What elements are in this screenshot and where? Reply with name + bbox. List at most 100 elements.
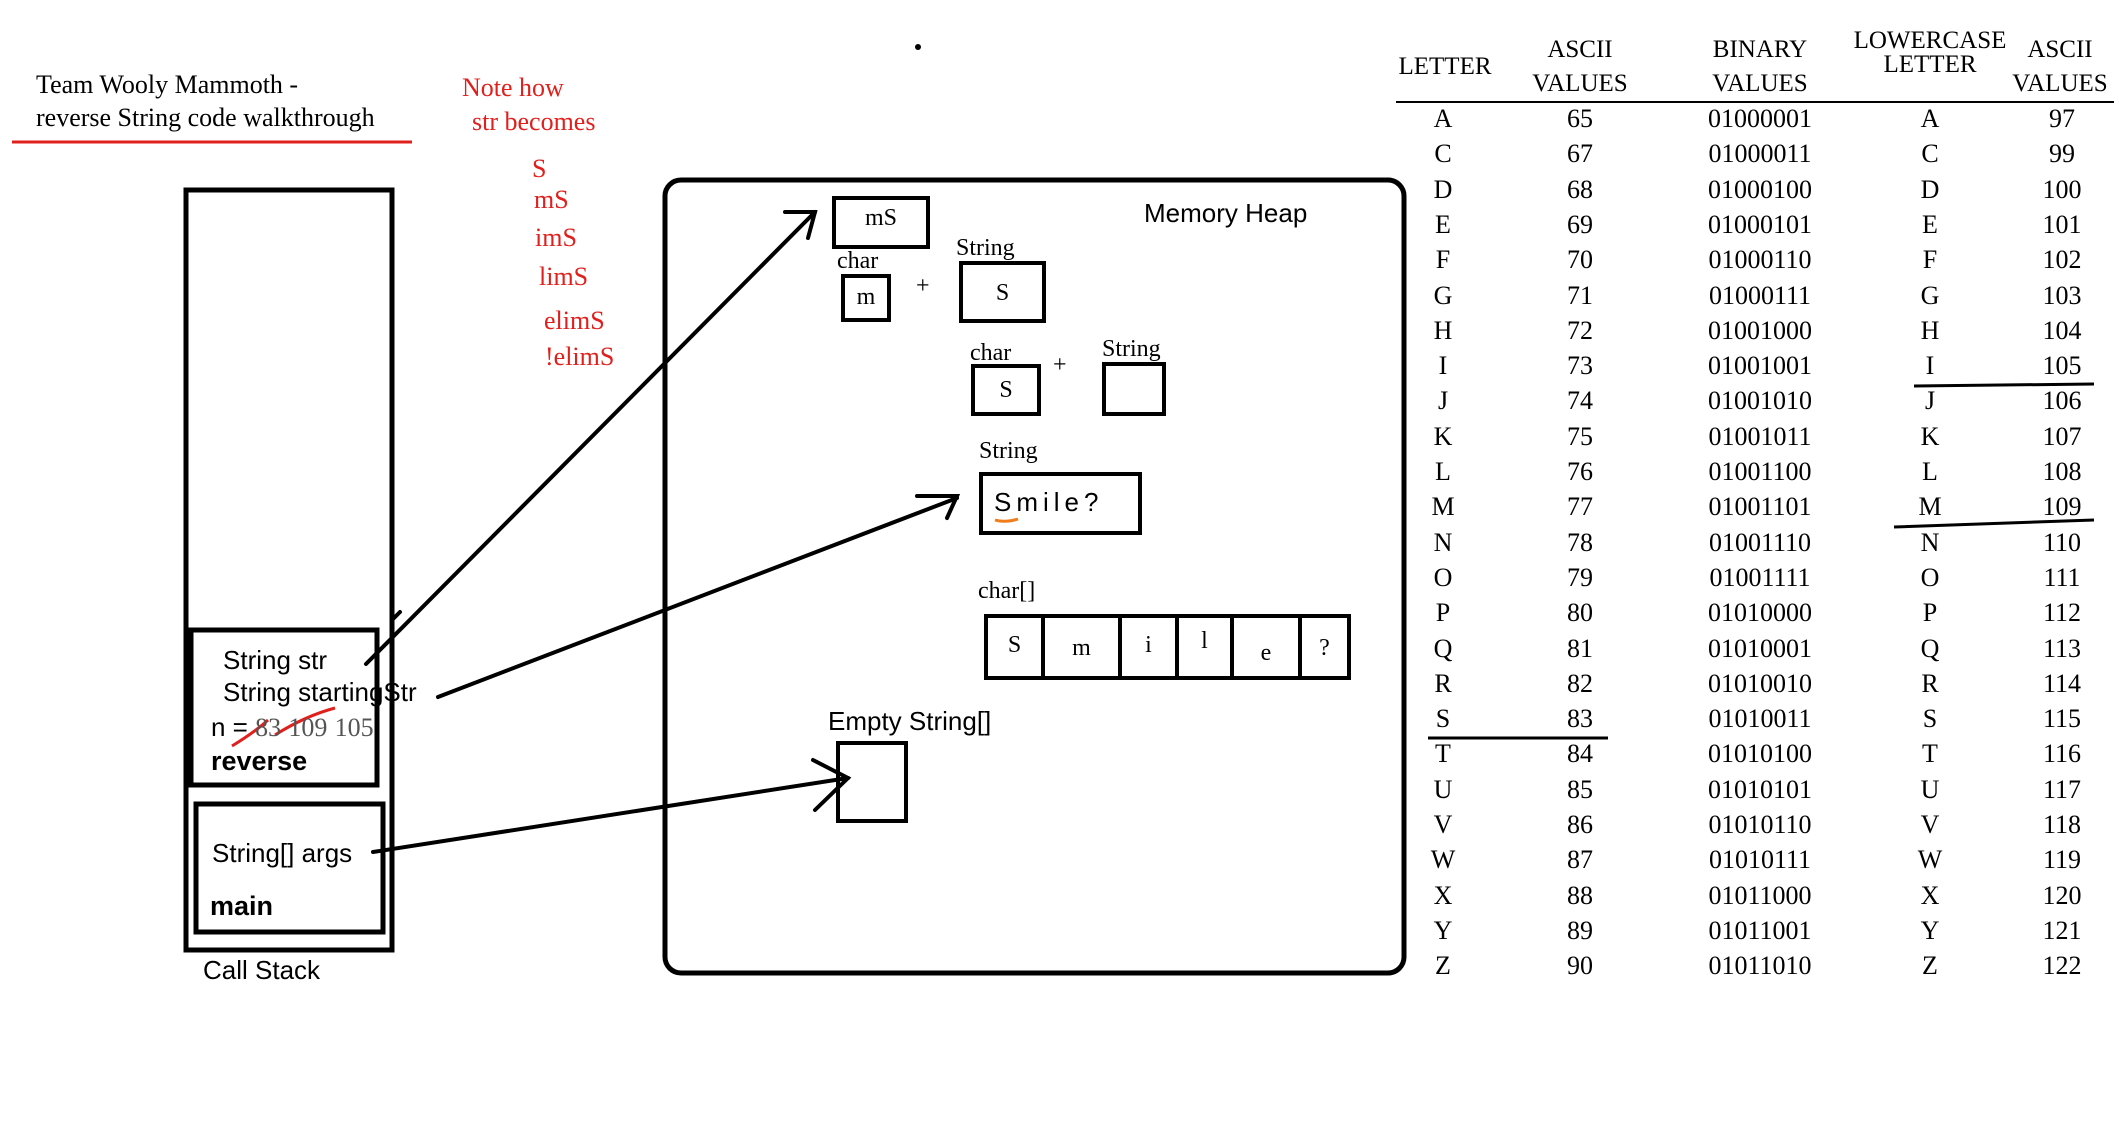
note-line2: str becomes [472,107,596,136]
cell-letter: U [1433,774,1453,804]
cell-letter: Z [1435,951,1451,981]
arrow-str-head [783,210,818,240]
empty-array-label: Empty String[] [828,706,992,736]
cell-letter: G [1433,280,1453,310]
smile-s-underline [994,517,1019,523]
reverse-var-str: String str [223,645,328,675]
arrow-startingstr-to-smile [436,496,959,699]
cell-binary: 01010110 [1708,810,1812,839]
cell-ascii-lower: 120 [2042,880,2082,910]
header-lowercase-1: LOWERCASE [1853,27,2007,54]
cell-ascii-lower: 105 [2042,351,2082,381]
cell-letter: I [1438,351,1448,381]
reverse-frame-name: reverse [211,746,308,776]
cell-binary: 01001111 [1709,562,1811,592]
cell-ascii: 73 [1567,351,1593,381]
header-values-2: VALUES [1712,70,1808,97]
cell-ascii-lower: 108 [2042,457,2082,486]
cell-ascii-lower: 115 [2042,704,2082,734]
note-step: imS [535,223,577,252]
cell-letter: D [1433,174,1453,204]
cell-ascii-lower: 113 [2042,633,2082,663]
cell-ascii: 87 [1567,845,1593,875]
cell-lowercase: K [1920,421,1940,451]
char-array-cell: l [1201,628,1208,654]
cell-binary: 01010101 [1708,774,1812,804]
cell-letter: M [1431,492,1455,522]
cell-lowercase: Q [1920,633,1940,663]
smile-rest: mile? [1016,487,1104,517]
note-step: !elimS [545,342,615,371]
char-m-box [841,274,891,322]
cell-ascii-lower: 122 [2042,951,2082,981]
call-stack-label: Call Stack [203,955,321,985]
cell-ascii-lower: 99 [2049,139,2075,169]
cell-lowercase: Z [1922,951,1938,981]
cell-ascii: 82 [1567,668,1593,698]
arrow-startingstr-head [915,494,961,520]
cell-binary: 01010010 [1708,668,1812,698]
smile-first-char: S [994,487,1017,517]
memory-heap-box [662,177,1407,976]
smile-string-box [979,472,1142,535]
cell-ascii-lower: 110 [2042,527,2082,557]
cell-ascii-lower: 116 [2042,739,2082,769]
smile-string-value: Smile? [994,487,1103,518]
header-lowercase-2: LETTER [1883,51,1977,78]
cell-ascii-lower: 111 [2043,562,2081,592]
string-label-1: String [956,235,1015,261]
char-array-label: char[] [978,578,1036,604]
cell-ascii-lower: 100 [2042,174,2082,204]
cell-letter: S [1435,704,1451,734]
cell-ascii-lower: 107 [2042,421,2082,451]
cell-lowercase: F [1922,245,1938,275]
cell-ascii-lower: 102 [2042,245,2082,275]
cell-ascii-lower: 104 [2042,315,2082,345]
n-label: n = [211,712,248,742]
cell-ascii-lower: 119 [2042,845,2082,875]
cell-binary: 01000111 [1708,280,1812,310]
cell-letter: H [1433,315,1453,345]
cell-letter: L [1435,457,1451,486]
cell-letter: R [1434,668,1452,698]
cell-ascii: 81 [1567,633,1593,663]
string-label-3: String [979,438,1038,464]
cell-lowercase: R [1921,668,1939,698]
cell-lowercase: W [1917,845,1943,875]
cell-letter: N [1433,527,1453,557]
cell-binary: 01001000 [1708,315,1812,345]
call-stack-box [183,187,395,953]
cell-ascii: 76 [1567,457,1593,486]
arrow-args-to-empty [371,776,850,854]
char-array-cell: e [1260,640,1272,666]
cell-lowercase: Y [1920,915,1940,945]
cell-ascii-lower: 118 [2042,810,2082,839]
cell-ascii: 85 [1567,774,1593,804]
char-label-2: char [970,340,1012,366]
diagram-title-line2: reverse String code walkthrough [36,103,375,132]
ms-box [832,196,930,249]
cell-letter: E [1435,209,1451,239]
cell-ascii-lower: 117 [2042,774,2082,804]
memory-heap-title: Memory Heap [1144,198,1308,228]
cell-ascii: 88 [1567,880,1593,910]
header-values-3: VALUES [2012,70,2108,97]
cell-binary: 01010111 [1708,845,1812,875]
cell-lowercase: H [1920,315,1940,345]
header-binary: BINARY [1712,36,1808,63]
string-label-2: String [1102,336,1161,362]
cell-lowercase: S [1922,704,1938,734]
char-array-box [984,614,1351,680]
header-ascii-1: ASCII [1547,36,1613,63]
char-s-box [971,364,1041,416]
marker-line-m [1893,518,2095,529]
ms-value: mS [864,205,897,231]
cell-binary: 01001001 [1708,351,1812,381]
cell-binary: 01010000 [1708,598,1812,628]
cell-ascii: 78 [1567,527,1593,557]
note-step: elimS [544,306,605,335]
cell-ascii: 86 [1567,810,1593,839]
cell-ascii: 75 [1567,421,1593,451]
cell-ascii: 72 [1567,315,1593,345]
cell-ascii: 77 [1567,492,1593,522]
